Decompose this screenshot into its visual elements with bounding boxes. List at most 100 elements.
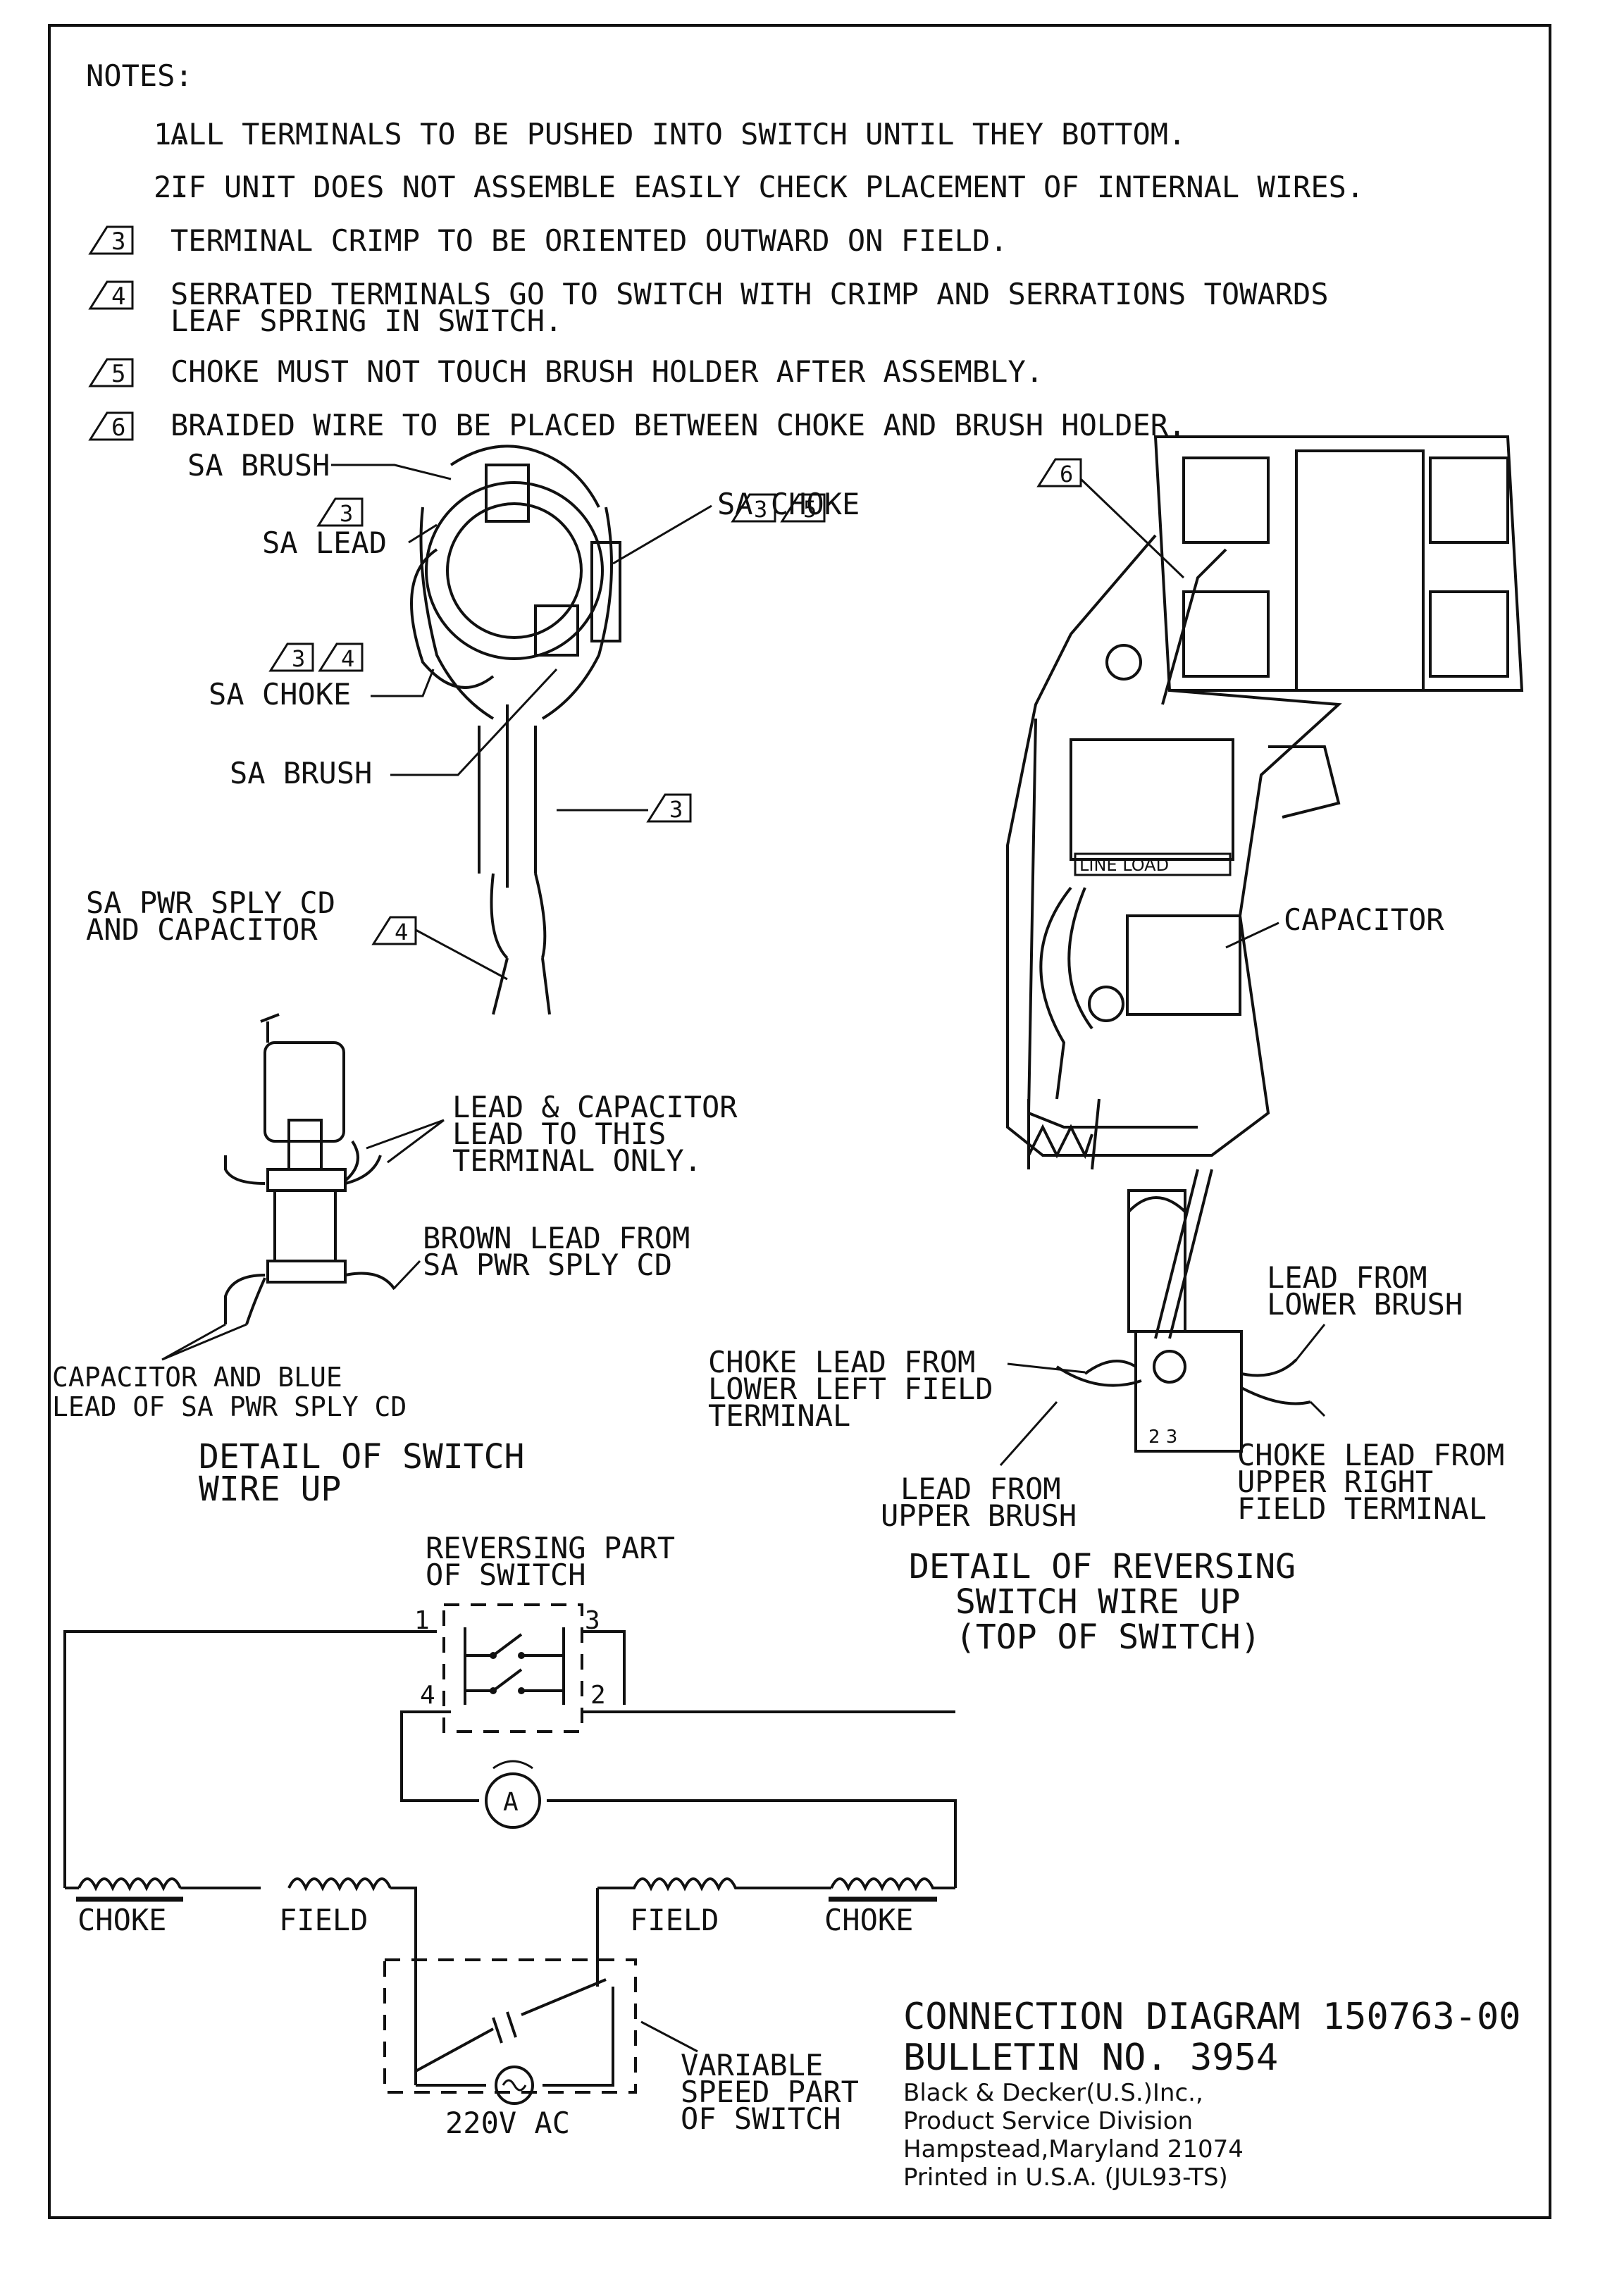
label-brown-1: BROWN LEAD FROM: [423, 1221, 690, 1255]
label-brown-2: SA PWR SPLY CD: [423, 1248, 672, 1282]
motor-tag-4-a: 4: [318, 642, 364, 672]
leader-brown: [393, 1260, 421, 1289]
choke-right-coil: [829, 1877, 955, 1902]
title-connection-diagram: CONNECTION DIAGRAM 150763-00: [903, 1996, 1521, 2038]
svg-text:A: A: [503, 1788, 519, 1817]
svg-text:3: 3: [111, 228, 125, 256]
leader-choke-left: [1007, 1362, 1086, 1374]
label-choke-right-1: CHOKE LEAD FROM: [1237, 1438, 1504, 1472]
motor-tag-5: 5: [780, 493, 826, 523]
svg-text:5: 5: [803, 496, 817, 523]
leader-sa-choke-left: [371, 669, 435, 697]
title-bulletin: BULLETIN NO. 3954: [903, 2037, 1278, 2079]
label-220v-ac: 220V AC: [445, 2106, 570, 2140]
label-pwr-cord-1: SA PWR SPLY CD: [86, 886, 335, 920]
label-choke-left-2: LOWER LEFT FIELD: [708, 1372, 993, 1406]
reversing-title-1: DETAIL OF REVERSING: [909, 1547, 1296, 1586]
motor-tag-3-b: 3: [731, 493, 776, 523]
label-cap-blue-1: CAPACITOR AND BLUE: [52, 1362, 342, 1393]
label-field-right: FIELD: [630, 1903, 719, 1937]
note-2-marker: 2.: [154, 170, 190, 204]
note-5-text: CHOKE MUST NOT TOUCH BRUSH HOLDER AFTER …: [171, 354, 1043, 389]
leader-variable-speed: [640, 2020, 698, 2053]
label-upper-brush-2: UPPER BRUSH: [881, 1498, 1077, 1533]
label-choke-right-2: UPPER RIGHT: [1237, 1465, 1433, 1499]
note-3-delta-marker: 3: [88, 225, 134, 256]
label-lower-brush-2: LOWER BRUSH: [1267, 1287, 1463, 1322]
title-division: Product Service Division: [903, 2107, 1193, 2135]
label-lead-cap-2: LEAD TO THIS: [452, 1117, 666, 1151]
label-capacitor: CAPACITOR: [1284, 902, 1444, 937]
switch-detail-title-1: DETAIL OF SWITCH: [199, 1437, 524, 1477]
motor-end-view-drawing: [410, 445, 621, 1015]
label-choke-right-3: FIELD TERMINAL: [1237, 1491, 1487, 1526]
leader-choke-right: [1309, 1400, 1326, 1417]
title-address: Hampstead,Maryland 21074: [903, 2135, 1244, 2163]
label-sa-choke-right: SA CHOKE: [717, 487, 860, 521]
schematic-wiring: A: [63, 1630, 957, 1888]
svg-text:3: 3: [754, 496, 767, 523]
note-1-marker: 1.: [154, 117, 190, 151]
label-sa-lead: SA LEAD: [262, 526, 387, 560]
title-printed: Printed in U.S.A. (JUL93-TS): [903, 2163, 1228, 2192]
svg-text:4: 4: [420, 1681, 435, 1710]
svg-text:3: 3: [669, 796, 683, 823]
reversing-switch-schematic: 1 3 4 2: [414, 1603, 606, 1733]
label-lead-cap-3: TERMINAL ONLY.: [452, 1143, 702, 1178]
note-6-text: BRAIDED WIRE TO BE PLACED BETWEEN CHOKE …: [171, 408, 1186, 442]
leader-sa-brush-bottom: [390, 668, 558, 776]
title-company: Black & Decker(U.S.)Inc.,: [903, 2079, 1203, 2107]
leader-sa-brush-top: [331, 464, 452, 480]
label-reversing-part-2: OF SWITCH: [426, 1558, 586, 1592]
label-cap-blue-2: LEAD OF SA PWR SPLY CD: [52, 1391, 407, 1422]
reversing-title-3: (TOP OF SWITCH): [955, 1617, 1260, 1657]
note-5-delta-marker: 5: [88, 358, 134, 388]
leader-pwr-cord: [415, 928, 508, 981]
leader-upper-brush: [999, 1401, 1058, 1466]
note-1-text: ALL TERMINALS TO BE PUSHED INTO SWITCH U…: [171, 117, 1186, 151]
svg-text:3: 3: [340, 500, 353, 527]
note-2-text: IF UNIT DOES NOT ASSEMBLE EASILY CHECK P…: [171, 170, 1364, 204]
svg-text:4: 4: [111, 282, 125, 311]
reversing-switch-drawing: [1055, 1169, 1311, 1453]
svg-text:5: 5: [111, 360, 125, 388]
svg-text:4: 4: [341, 645, 354, 672]
note-4-delta-marker: 4: [88, 280, 134, 311]
label-pwr-cord-2: AND CAPACITOR: [86, 912, 318, 947]
label-lower-brush-1: LEAD FROM: [1267, 1260, 1427, 1295]
note-6-delta-marker: 6: [88, 411, 134, 442]
svg-text:6: 6: [1060, 461, 1073, 487]
leader-lead-cap: [366, 1119, 445, 1164]
note-3-text: TERMINAL CRIMP TO BE ORIENTED OUTWARD ON…: [171, 223, 1008, 258]
choke-left-coil: [65, 1877, 261, 1902]
label-variable-1: VARIABLE: [681, 2048, 823, 2082]
svg-text:4: 4: [395, 919, 408, 945]
leader-tag-6: [1079, 478, 1185, 579]
field-right-coil: [596, 1877, 831, 1987]
label-reversing-part-1: REVERSING PART: [426, 1531, 675, 1565]
motor-tag-4-b: 4: [371, 916, 417, 945]
label-choke-right: CHOKE: [824, 1903, 913, 1937]
svg-text:3: 3: [292, 645, 305, 672]
label-choke-left-1: CHOKE LEAD FROM: [708, 1345, 975, 1379]
label-sa-brush-top: SA BRUSH: [187, 448, 330, 483]
notes-heading: NOTES:: [86, 58, 193, 93]
label-choke-left-3: TERMINAL: [708, 1398, 850, 1433]
leader-cap-blue: [161, 1323, 247, 1361]
ac-source-symbol: [495, 2066, 534, 2105]
label-term-nums: 2 3: [1148, 1427, 1177, 1448]
motor-tag-3-a: 3: [316, 497, 364, 527]
svg-text:6: 6: [111, 414, 125, 442]
svg-text:3: 3: [585, 1606, 600, 1635]
motor-tag-3-c: 3: [268, 642, 314, 672]
switch-detail-drawing: [224, 1013, 396, 1325]
leader-sa-lead: [408, 523, 438, 544]
note-4-text: SERRATED TERMINALS GO TO SWITCH WITH CRI…: [171, 277, 1329, 311]
label-upper-brush-1: LEAD FROM: [900, 1472, 1061, 1506]
label-field-left: FIELD: [279, 1903, 368, 1937]
svg-text:2: 2: [590, 1681, 606, 1710]
variable-speed-switch-schematic: [383, 1958, 637, 2105]
leader-capacitor: [1225, 921, 1279, 949]
